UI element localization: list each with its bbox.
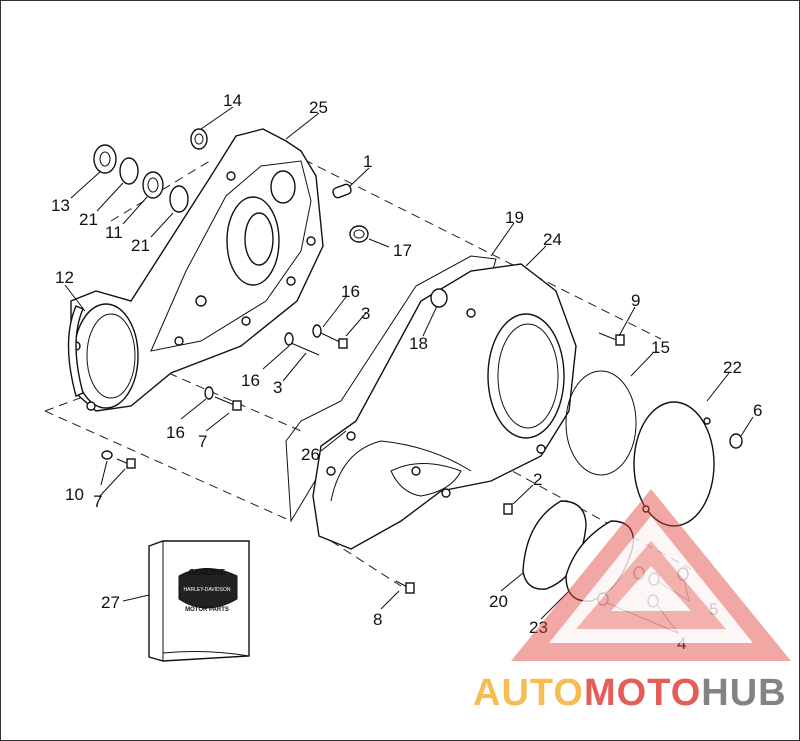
callout-3-upper: 3 [361, 304, 370, 323]
logo-top-text: GENUINE [189, 568, 226, 577]
callout-13: 13 [51, 196, 70, 215]
bearing-set [93, 128, 208, 213]
callout-15: 15 [651, 338, 670, 357]
callout-25: 25 [309, 98, 328, 117]
harley-logo-icon [178, 568, 238, 609]
derby-cover [633, 401, 715, 527]
watermark: AUTOMOTOHUB [473, 489, 791, 714]
seal-ring [67, 305, 84, 397]
callout-21-right: 21 [131, 236, 150, 255]
callout-24: 24 [543, 230, 562, 249]
seal-17 [349, 225, 369, 243]
callout-4: 4 [677, 634, 686, 653]
callout-16-lower: 16 [166, 423, 185, 442]
callout-19: 19 [505, 208, 524, 227]
fitting-2 [503, 503, 513, 515]
callout-26: 26 [301, 445, 320, 464]
watermark-auto-text: AUTO [473, 672, 584, 714]
callout-21-left: 21 [79, 210, 98, 229]
watermark-hub-text: HUB [701, 672, 786, 714]
bolt-8 [395, 580, 415, 594]
callout-6: 6 [753, 401, 762, 420]
dowel-pin [332, 183, 352, 199]
genuine-parts-package: GENUINE HARLEY-DAVIDSON MOTOR PARTS [148, 540, 250, 662]
watermark-moto-text: MOTO [584, 672, 701, 714]
callout-11: 11 [105, 223, 123, 242]
callout-2: 2 [533, 470, 542, 489]
callout-3-lower: 3 [273, 378, 282, 397]
callout-8: 8 [373, 610, 382, 629]
callout-16-middle: 16 [241, 371, 260, 390]
callout-labels: 1 2 3 3 4 5 6 7 7 8 9 10 11 12 13 14 15 … [51, 91, 762, 653]
logo-bottom-text: MOTOR PARTS [185, 607, 229, 613]
callout-17: 17 [393, 241, 412, 260]
logo-middle-text: HARLEY-DAVIDSON [184, 587, 231, 593]
inner-primary-cover [70, 128, 324, 412]
callout-9: 9 [631, 291, 640, 310]
svg-text:AUTOMOTOHUB: AUTOMOTOHUB [473, 672, 787, 714]
callout-1: 1 [363, 152, 372, 171]
bolt-9 [598, 332, 625, 346]
callout-14: 14 [223, 91, 242, 110]
callout-27: 27 [101, 593, 120, 612]
screw-6 [729, 433, 743, 449]
callout-10: 10 [65, 485, 84, 504]
o-ring-15 [565, 370, 637, 476]
bushing-18 [430, 288, 448, 308]
callout-23: 23 [529, 618, 548, 637]
callout-20: 20 [489, 592, 508, 611]
callout-7-lower: 7 [93, 492, 102, 511]
callout-16-upper: 16 [341, 282, 360, 301]
callout-7-upper: 7 [198, 432, 207, 451]
callout-22: 22 [723, 358, 742, 377]
callout-18: 18 [409, 334, 428, 353]
callout-12: 12 [55, 268, 74, 287]
outer-primary-cover [312, 263, 577, 550]
fasteners-left [101, 324, 348, 469]
